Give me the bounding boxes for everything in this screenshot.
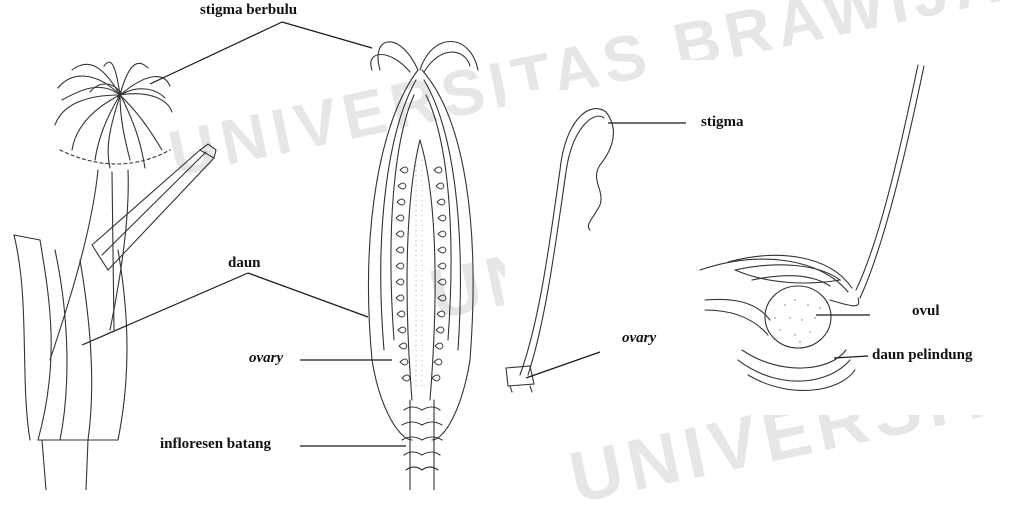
ovule-stipple [774, 299, 820, 342]
label-ovary-left: ovary [249, 350, 283, 367]
leader-stigma-berbulu [150, 22, 282, 84]
ovary-with-style-drawing [506, 109, 613, 392]
label-ovary-right: ovary [622, 330, 656, 347]
leader-ovary-right [526, 352, 600, 378]
leader-lines [82, 22, 870, 446]
leader-stigma-berbulu-2 [282, 22, 372, 48]
label-daun: daun [228, 255, 261, 272]
botanical-figure [0, 0, 1027, 490]
leader-daun-right [248, 273, 368, 317]
leader-daun-left [82, 273, 248, 345]
label-daun-pelindung: daun pelindung [872, 347, 972, 364]
label-stigma-berbulu: stigma berbulu [200, 2, 297, 19]
inflorescence-section-drawing [369, 42, 478, 491]
hairy-stigma-tuft-drawing [55, 62, 172, 168]
label-ovul: ovul [912, 303, 940, 320]
label-infloresen-batang: infloresen batang [160, 436, 271, 453]
label-stigma: stigma [701, 114, 744, 131]
